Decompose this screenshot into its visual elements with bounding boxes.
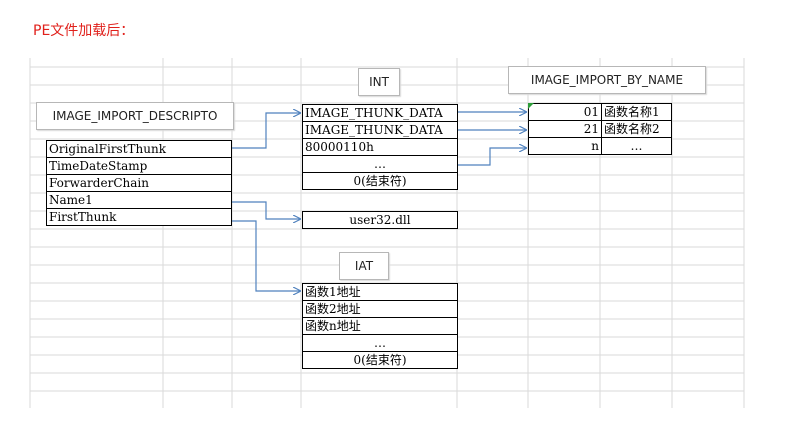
iat-label: IAT xyxy=(339,252,389,280)
iat-row: 0(结束符) xyxy=(302,351,458,369)
iat-row: 函数n地址 xyxy=(302,317,458,335)
int-row: … xyxy=(302,155,458,173)
hint-cell: 21 xyxy=(528,120,602,138)
table-row: user32.dll xyxy=(302,211,458,229)
int-row: 80000110h xyxy=(302,138,458,156)
import-by-name-label: IMAGE_IMPORT_BY_NAME xyxy=(508,66,706,94)
iat-row: … xyxy=(302,334,458,352)
table-row: FirstThunk xyxy=(46,208,232,226)
table-row: ForwarderChain xyxy=(46,174,232,192)
table-row: OriginalFirstThunk xyxy=(46,140,232,158)
field-first-thunk: FirstThunk xyxy=(46,208,232,226)
function-name-cell: … xyxy=(601,137,672,155)
table-row: 0(结束符) xyxy=(302,351,458,369)
cell-comment-marker xyxy=(528,103,534,109)
descriptor-label: IMAGE_IMPORT_DESCRIPTO xyxy=(36,102,234,130)
field-name1: Name1 xyxy=(46,191,232,209)
field-time-date-stamp: TimeDateStamp xyxy=(46,157,232,175)
table-row: 函数n地址 xyxy=(302,317,458,335)
table-row: IMAGE_THUNK_DATA xyxy=(302,104,458,122)
function-name-cell: 函数名称2 xyxy=(601,120,672,138)
int-row: IMAGE_THUNK_DATA xyxy=(302,121,458,139)
int-row: 0(结束符) xyxy=(302,172,458,190)
int-row: IMAGE_THUNK_DATA xyxy=(302,104,458,122)
dll-name: user32.dll xyxy=(302,211,458,229)
table-row: 01 函数名称1 xyxy=(528,103,672,121)
field-original-first-thunk: OriginalFirstThunk xyxy=(46,140,232,158)
page-title: PE文件加载后： xyxy=(33,23,135,39)
int-label: INT xyxy=(358,68,400,96)
table-row: 函数2地址 xyxy=(302,300,458,318)
table-row: n … xyxy=(528,137,672,155)
function-name-cell: 函数名称1 xyxy=(601,103,672,121)
table-row: … xyxy=(302,334,458,352)
table-row: 21 函数名称2 xyxy=(528,120,672,138)
import-by-name-table: 01 函数名称1 21 函数名称2 n … xyxy=(528,103,672,155)
iat-row: 函数2地址 xyxy=(302,300,458,318)
table-row: TimeDateStamp xyxy=(46,157,232,175)
int-table: IMAGE_THUNK_DATA IMAGE_THUNK_DATA 800001… xyxy=(302,104,458,190)
table-row: IMAGE_THUNK_DATA xyxy=(302,121,458,139)
dll-name-table: user32.dll xyxy=(302,211,458,229)
table-row: 0(结束符) xyxy=(302,172,458,190)
table-row: Name1 xyxy=(46,191,232,209)
field-forwarder-chain: ForwarderChain xyxy=(46,174,232,192)
descriptor-table: OriginalFirstThunk TimeDateStamp Forward… xyxy=(46,140,232,226)
table-row: … xyxy=(302,155,458,173)
iat-table: 函数1地址 函数2地址 函数n地址 … 0(结束符) xyxy=(302,283,458,369)
hint-cell: n xyxy=(528,137,602,155)
table-row: 函数1地址 xyxy=(302,283,458,301)
table-row: 80000110h xyxy=(302,138,458,156)
hint-cell: 01 xyxy=(528,103,602,121)
iat-row: 函数1地址 xyxy=(302,283,458,301)
